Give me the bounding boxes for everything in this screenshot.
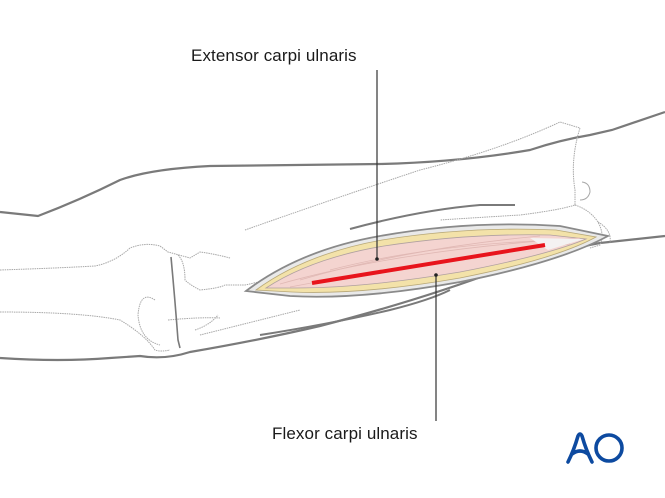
ao-logo-icon — [566, 430, 626, 466]
leader-dot-flexor — [434, 273, 438, 277]
humerus-lower — [0, 311, 171, 352]
ulna-lower — [167, 309, 301, 336]
bone-mark — [579, 181, 591, 201]
label-flexor-carpi-ulnaris: Flexor carpi ulnaris — [272, 424, 418, 443]
olecranon — [137, 296, 161, 346]
incision-line — [311, 243, 546, 285]
ulna-outline-upper — [244, 121, 581, 231]
leader-dot-extensor — [375, 257, 379, 261]
muscle-belly — [264, 234, 588, 289]
hand-bones — [574, 204, 611, 249]
radius-head — [177, 254, 271, 291]
muscle-contour-upper — [349, 204, 515, 230]
label-extensor-carpi-ulnaris: Extensor carpi ulnaris — [191, 46, 357, 65]
humerus — [0, 243, 231, 271]
muscle-contour-lower — [259, 289, 451, 336]
elbow-crease — [170, 256, 181, 349]
arm-outline-top — [0, 110, 665, 218]
